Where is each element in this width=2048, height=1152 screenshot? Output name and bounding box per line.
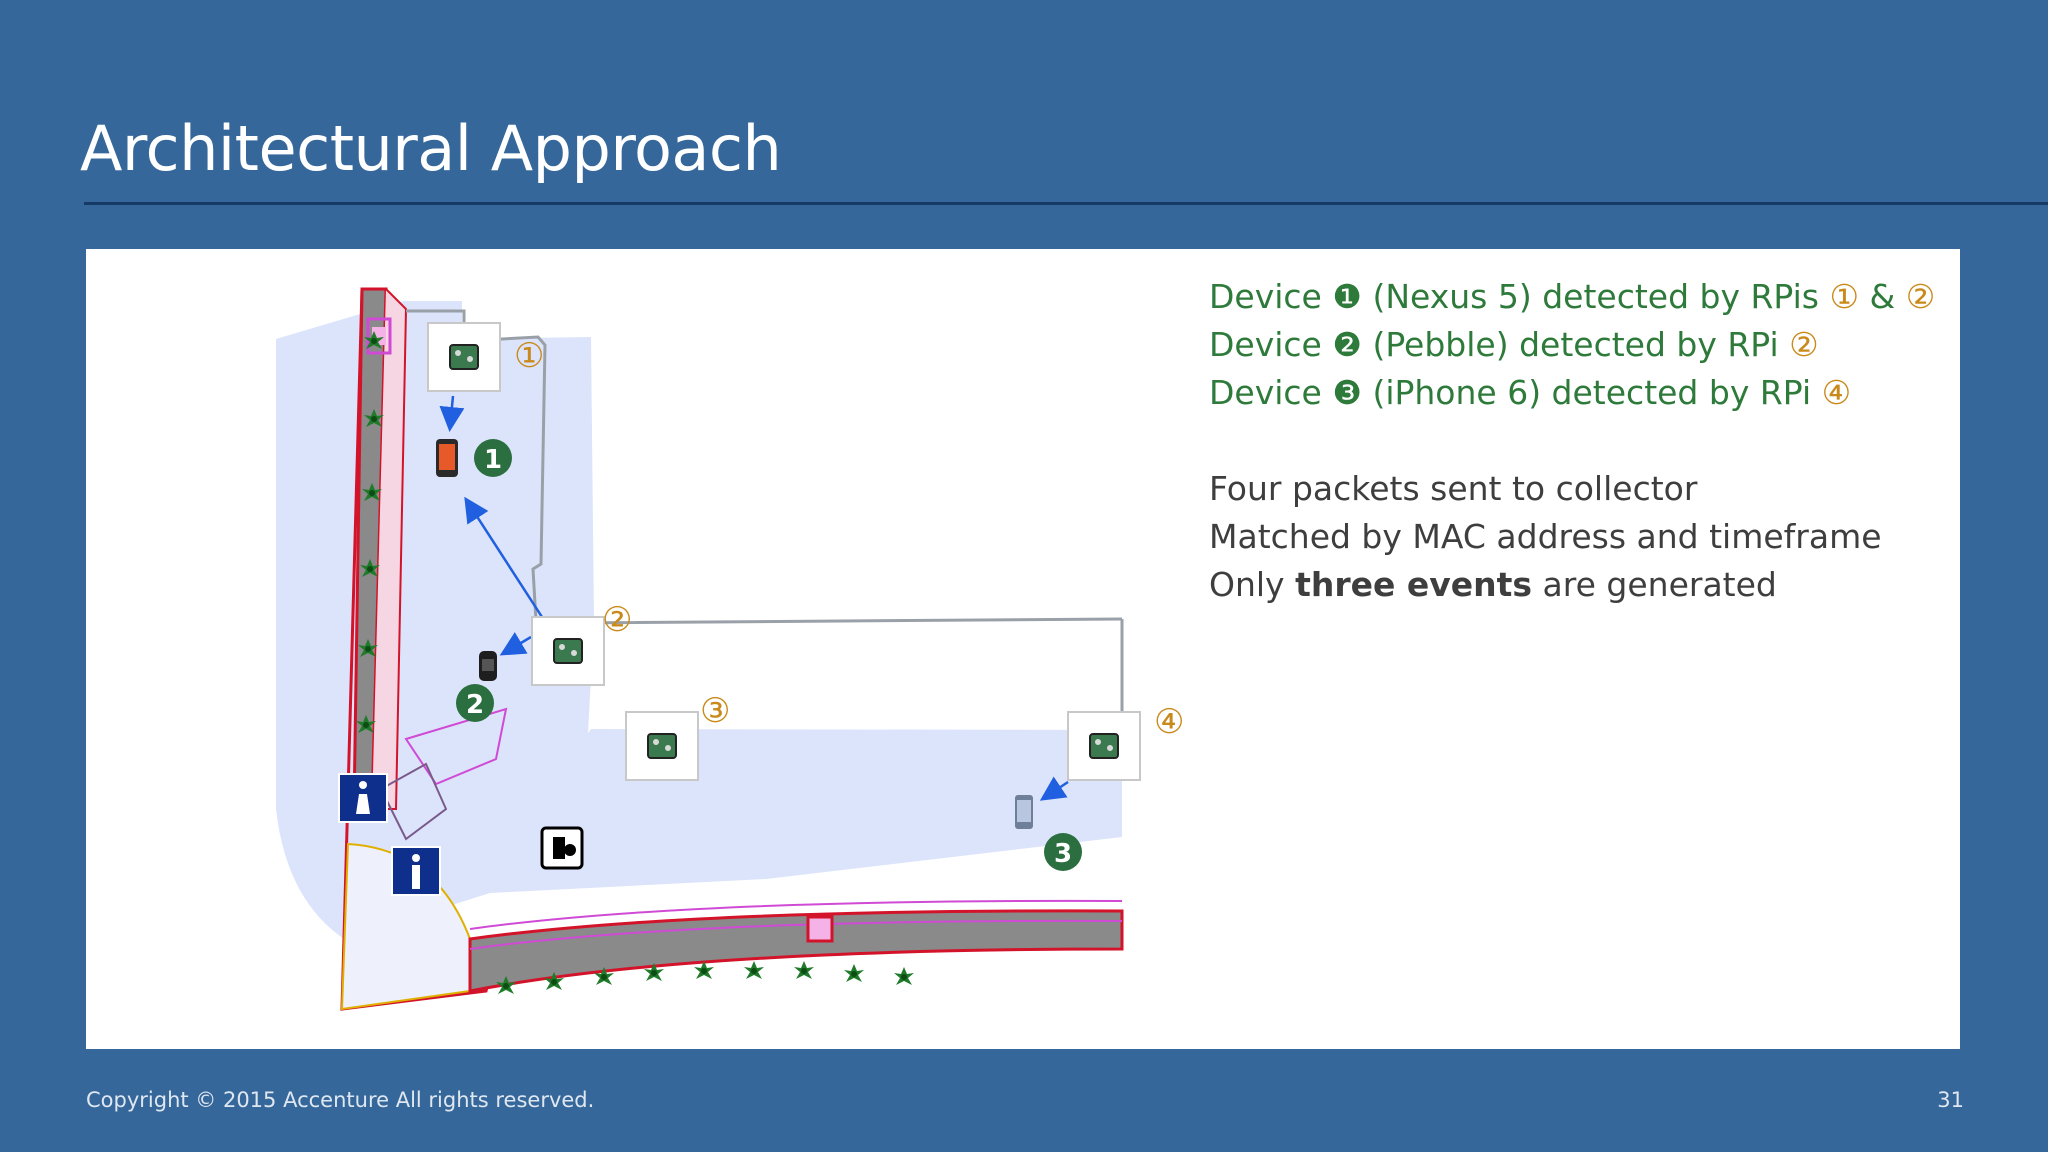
device-line-1: Device ❶ (Nexus 5) detected by RPis ① & … [1209,273,1949,321]
device-marker-1: 1 [474,439,512,477]
device-marker: ❸ [1332,373,1362,412]
rpi-label-2: ② [602,600,632,640]
arrow-rpi1-to-device1 [439,395,465,432]
pebble-watch-icon [479,651,497,681]
info-line-3: Only three events are generated [1209,561,1949,609]
arrow-rpi4-to-device3 [1039,776,1069,801]
device-marker-3: 3 [1044,833,1082,871]
mens-restroom-icon [391,846,441,896]
device-text: (Pebble) detected by RPi [1361,325,1790,364]
rpi-marker: ④ [1821,373,1852,412]
raspberry-pi-icon [625,711,699,781]
womens-restroom-icon [338,773,388,823]
content-panel: ① ② ③ ④ 1 2 3 Dev [86,249,1960,1049]
detection-summary: Device ❶ (Nexus 5) detected by RPis ① & … [1209,273,1949,609]
spacer [1209,417,1949,465]
device-prefix: Device [1209,373,1333,412]
arrow-rpi2-to-device2 [499,632,532,656]
device-joiner: & [1859,277,1906,316]
raspberry-pi-icon [531,616,605,686]
svg-text:3: 3 [1054,839,1072,869]
device-prefix: Device [1209,325,1333,364]
info-emphasis: three events [1295,565,1533,604]
raspberry-pi-icon [1067,711,1141,781]
rpi-label-3: ③ [700,691,730,731]
device-line-3: Device ❸ (iPhone 6) detected by RPi ④ [1209,369,1949,417]
rpi-marker: ① [1829,277,1860,316]
info-text: Only [1209,565,1296,604]
device-prefix: Device [1209,277,1333,316]
info-line-1: Four packets sent to collector [1209,469,1698,508]
rpi-marker: ② [1905,277,1936,316]
device-text: (iPhone 6) detected by RPi [1361,373,1822,412]
iphone-icon [1015,795,1033,829]
page-number: 31 [1937,1088,1964,1112]
device-marker: ❷ [1332,325,1362,364]
raspberry-pi-icon [427,322,501,392]
device-marker: ❶ [1332,277,1362,316]
rpi-label-1: ① [514,336,544,376]
slide-title: Architectural Approach [80,112,782,185]
info-text: are generated [1532,565,1777,604]
device-text: (Nexus 5) detected by RPis [1361,277,1830,316]
rpi-label-4: ④ [1154,702,1184,742]
floor-plan: ① ② ③ ④ 1 2 3 [276,287,1184,1011]
atm-icon [540,826,584,870]
rpi-marker: ② [1789,325,1819,364]
nexus-phone-icon [436,439,458,477]
device-marker-2: 2 [456,684,494,722]
arrow-rpi2-to-device1 [464,496,544,618]
device-line-2: Device ❷ (Pebble) detected by RPi ② [1209,321,1949,369]
copyright-notice: Copyright © 2015 Accenture All rights re… [86,1088,595,1112]
outer-wall-bottom [468,909,1124,993]
svg-text:2: 2 [466,690,484,720]
svg-text:1: 1 [484,445,502,475]
title-divider [84,202,2048,205]
info-line-2: Matched by MAC address and timeframe [1209,517,1882,556]
